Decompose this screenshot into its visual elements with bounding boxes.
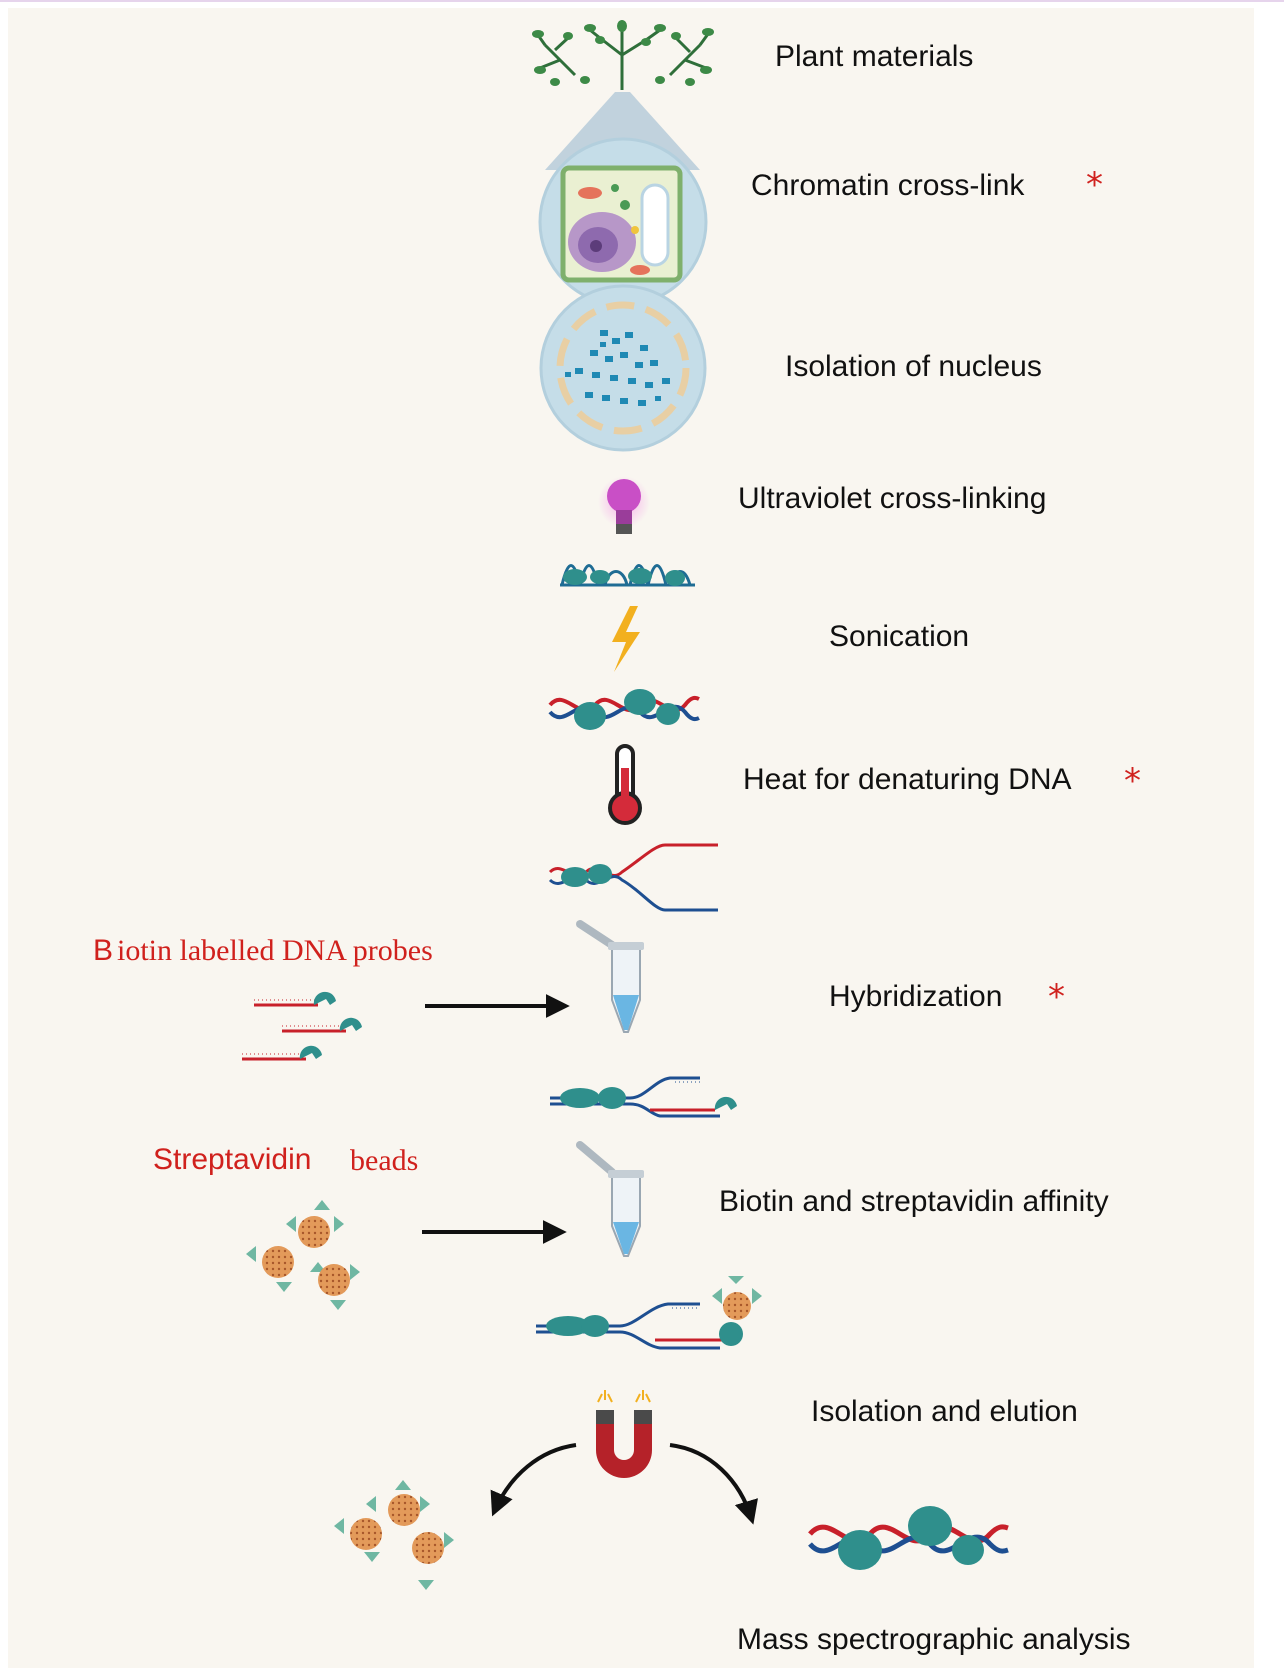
plant-icon [532, 20, 714, 90]
biotin-probes-label: iotin labelled DNA probes [117, 934, 433, 967]
hybrid-icon [550, 1076, 737, 1118]
step-uv-crosslinking: Ultraviolet cross-linking [738, 482, 1047, 515]
probe-icon [242, 991, 362, 1061]
beads-label: beads [350, 1144, 419, 1177]
step-isolation-elution: Isolation and elution [811, 1395, 1078, 1428]
bead-cluster-icon [334, 1480, 454, 1590]
step-isolation-nucleus: Isolation of nucleus [785, 350, 1042, 383]
biotin-probes-initial: B [93, 934, 114, 967]
step-chromatin-crosslink: Chromatin cross-link [751, 169, 1025, 202]
curved-arrow-icon [669, 1443, 758, 1525]
step-mass-spec: Mass spectrographic analysis [737, 1623, 1131, 1656]
bead-cluster-icon [246, 1200, 360, 1310]
denatured-dna-icon [548, 843, 718, 912]
hybrid-icon [536, 1276, 762, 1350]
lightning-icon [612, 606, 640, 672]
tube-icon [576, 1141, 644, 1257]
marker-asterisk: * [1124, 761, 1141, 801]
step-plant-materials: Plant materials [775, 40, 974, 73]
magnet-icon [596, 1390, 652, 1478]
dna-protein-icon [548, 689, 700, 730]
marker-asterisk: * [1086, 165, 1103, 205]
plant-cell-icon [538, 137, 708, 307]
step-biotin-affinity: Biotin and streptavidin affinity [719, 1185, 1109, 1218]
thermometer-icon [608, 744, 642, 825]
curved-arrow-icon [490, 1443, 577, 1517]
dna-protein-icon [808, 1506, 1009, 1570]
nucleus-icon [539, 284, 707, 452]
tube-icon [576, 920, 644, 1033]
step-sonication: Sonication [829, 620, 970, 653]
light-bulb-icon [598, 476, 650, 534]
top-divider [0, 0, 1284, 2]
marker-asterisk: * [1048, 977, 1065, 1017]
step-hybridization: Hybridization [829, 980, 1003, 1013]
chromatin-icon [560, 564, 695, 587]
step-heat-denaturing: Heat for denaturing DNA [743, 763, 1072, 796]
streptavidin-label: Streptavidin [153, 1143, 312, 1176]
